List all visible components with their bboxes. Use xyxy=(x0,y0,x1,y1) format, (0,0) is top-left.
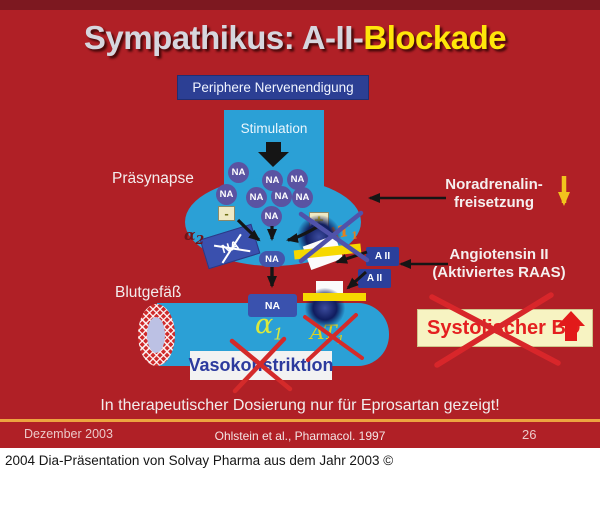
alpha2-receptor-label: α2 xyxy=(184,226,205,247)
divider-line xyxy=(0,419,600,422)
na-vesicle: NA xyxy=(216,184,237,205)
peripheral-nerve-ending-label: Periphere Nervenendigung xyxy=(192,80,354,95)
footer-page-number: 26 xyxy=(522,427,537,442)
systolic-bp-label: Systolischer BD xyxy=(427,316,581,339)
na-vesicle: NA xyxy=(261,206,282,227)
angiotensin-line2: (Aktiviertes RAAS) xyxy=(432,264,566,281)
na-vesicle: NA xyxy=(271,186,292,207)
minus-modulation-box: - xyxy=(218,206,235,221)
na-released: NA xyxy=(259,251,285,267)
noradrenalin-line1: Noradrenalin- xyxy=(445,176,543,193)
na-vesicle: NA xyxy=(262,170,283,191)
noradrenalin-release-annotation: Noradrenalin- freisetzung xyxy=(430,176,558,212)
na-vesicle: NA xyxy=(292,187,313,208)
vasoconstriction-box: Vasokonstriktion xyxy=(188,351,334,380)
footer-date: Dezember 2003 xyxy=(24,427,113,441)
footer-citation: Ohlstein et al., Pharmacol. 1997 xyxy=(214,429,386,443)
systolic-bp-box: Systolischer BD xyxy=(417,309,593,347)
stimulation-label: Stimulation xyxy=(240,121,308,136)
slide: Sympathikus: A-II-Blockade Periphere Ner… xyxy=(0,0,600,448)
angiotensin-II-molecule: A II xyxy=(358,269,391,288)
na-vesicle: NA xyxy=(287,169,308,190)
blutgefaess-label: Blutgefäß xyxy=(115,284,182,301)
slide-title: Sympathikus: A-II-Blockade xyxy=(0,19,590,57)
na-vesicle: NA xyxy=(246,187,267,208)
vessel-lumen xyxy=(147,317,165,353)
angiotensin-II-molecule: A II xyxy=(366,247,399,266)
banner-text: In therapeutischer Dosierung nur für Epr… xyxy=(100,397,500,414)
title-accent: Blockade xyxy=(363,19,507,56)
slide-top-edge xyxy=(0,0,600,10)
angiotensin-line1: Angiotensin II xyxy=(449,246,549,263)
peripheral-nerve-ending-box: Periphere Nervenendigung xyxy=(177,75,369,100)
vasoconstriction-label: Vasokonstriktion xyxy=(188,355,334,375)
noradrenalin-line2: freisetzung xyxy=(453,194,534,211)
na-at-vessel-receptor: NA xyxy=(248,294,297,317)
title-main: Sympathikus: A-II- xyxy=(83,19,364,56)
blocker-bar-lower xyxy=(303,293,366,301)
bottom-caption: 2004 Dia-Präsentation von Solvay Pharma … xyxy=(5,453,394,468)
angiotensin-annotation: Angiotensin II (Aktiviertes RAAS) xyxy=(420,246,578,282)
na-vesicle: NA xyxy=(228,162,249,183)
praesynapse-label: Präsynapse xyxy=(112,170,194,187)
alpha1-receptor-label: α1 xyxy=(255,309,284,344)
